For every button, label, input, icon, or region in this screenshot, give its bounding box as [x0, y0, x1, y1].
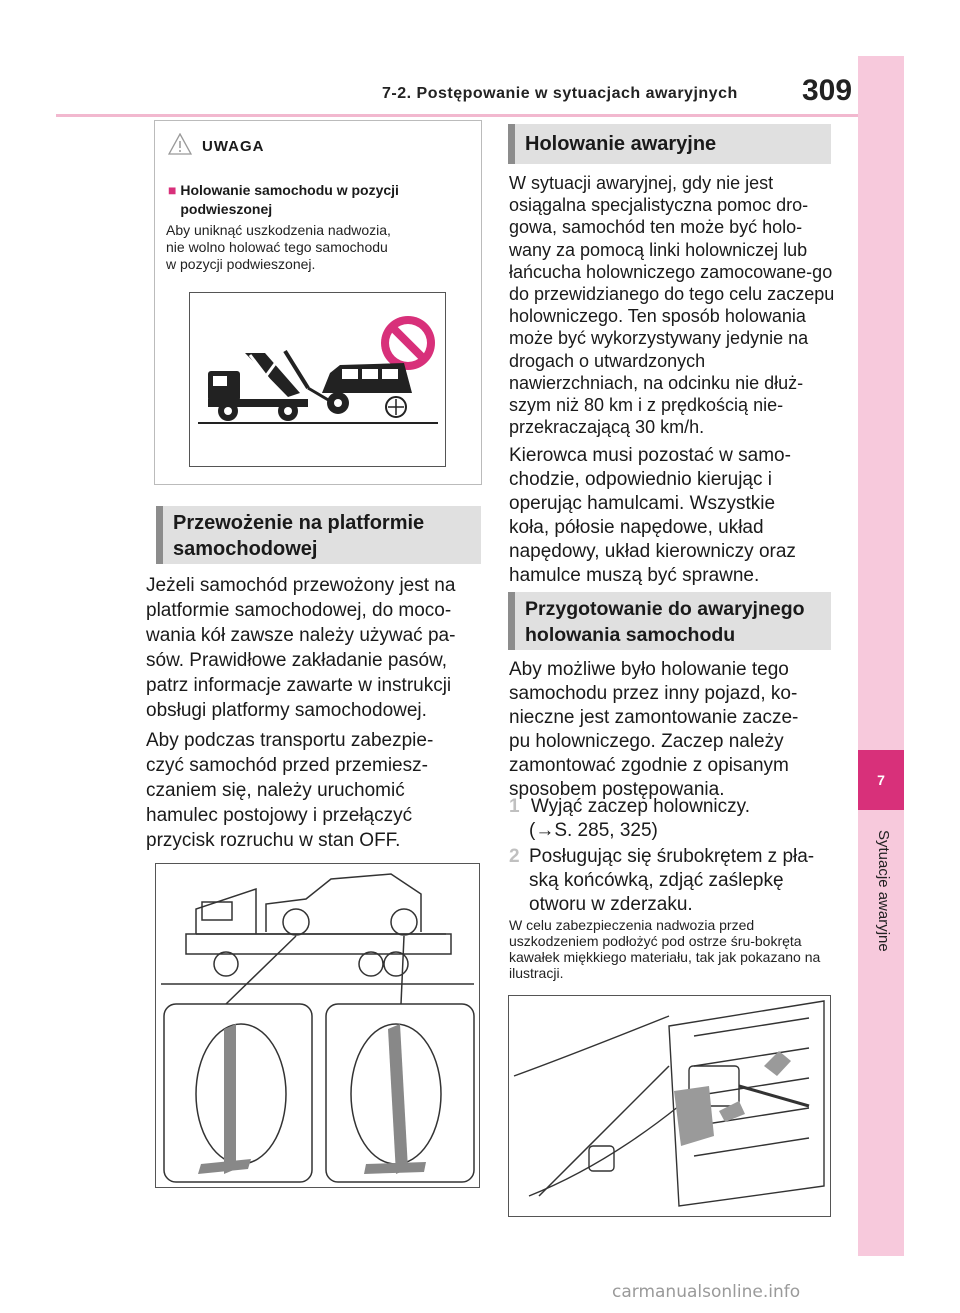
step-1-reference: (→S. 285, 325) — [529, 820, 658, 841]
watermark-text: carmanualsonline.info — [612, 1282, 801, 1302]
warning-box — [154, 120, 482, 485]
step-text: Posługując się śrubokrętem z pła-ską koń… — [529, 846, 815, 915]
platform-section-heading: Przewożenie na platformie samochodowej — [156, 506, 481, 564]
warning-subtitle-row: ■ Holowanie samochodu w pozycji podwiesz… — [168, 181, 468, 219]
emergency-paragraph-1: W sytuacji awaryjnej, gdy nie jest osiąg… — [509, 173, 835, 438]
protection-note: W celu zabezpieczenia nadwozia przed usz… — [509, 917, 821, 981]
chapter-number: 7 — [858, 750, 904, 810]
prohibition-icon — [381, 316, 435, 370]
emergency-towing-heading: Holowanie awaryjne — [508, 124, 831, 164]
step-1: 1 Wyjąć zaczep holowniczy. — [509, 795, 829, 819]
platform-paragraph-1: Jeżeli samochód przewożony jest na platf… — [146, 575, 456, 721]
preparation-paragraph-1: Aby możliwe było holowanie tego samochod… — [509, 659, 799, 800]
step-2: 2 Posługując się śrubokrętem z pła-ską k… — [509, 845, 829, 917]
preparation-heading: Przygotowanie do awaryjnego holowania sa… — [508, 592, 831, 650]
chapter-side-tab — [858, 56, 904, 1256]
warning-text: Aby uniknąć uszkodzenia nadwozia, nie wo… — [166, 222, 391, 272]
platform-strap-illustration — [155, 863, 480, 1188]
emergency-paragraph-2: Kierowca musi pozostać w samo-chodzie, o… — [509, 445, 796, 586]
warning-title: UWAGA — [202, 138, 265, 155]
header-rule — [56, 114, 904, 117]
step-number: 1 — [509, 796, 520, 817]
warning-triangle-icon — [168, 133, 192, 155]
chapter-label: Sytuacje awaryjne — [875, 830, 892, 952]
section-title: 7-2. Postępowanie w sytuacjach awaryjnyc… — [382, 85, 738, 102]
page-number: 309 — [802, 74, 853, 107]
wheel-lift-towing-prohibited-illustration — [189, 292, 446, 467]
warning-subtitle: Holowanie samochodu w pozycji podwieszon… — [180, 182, 399, 217]
step-text: Wyjąć zaczep holowniczy. — [530, 796, 750, 817]
bumper-cover-removal-illustration — [508, 995, 831, 1217]
towed-suv-drawing — [322, 363, 412, 418]
step-number: 2 — [509, 846, 520, 867]
platform-paragraph-2: Aby podczas transportu zabezpie-czyć sam… — [146, 730, 434, 851]
bullet-square-icon: ■ — [168, 182, 177, 198]
tow-truck-drawing — [208, 349, 331, 421]
